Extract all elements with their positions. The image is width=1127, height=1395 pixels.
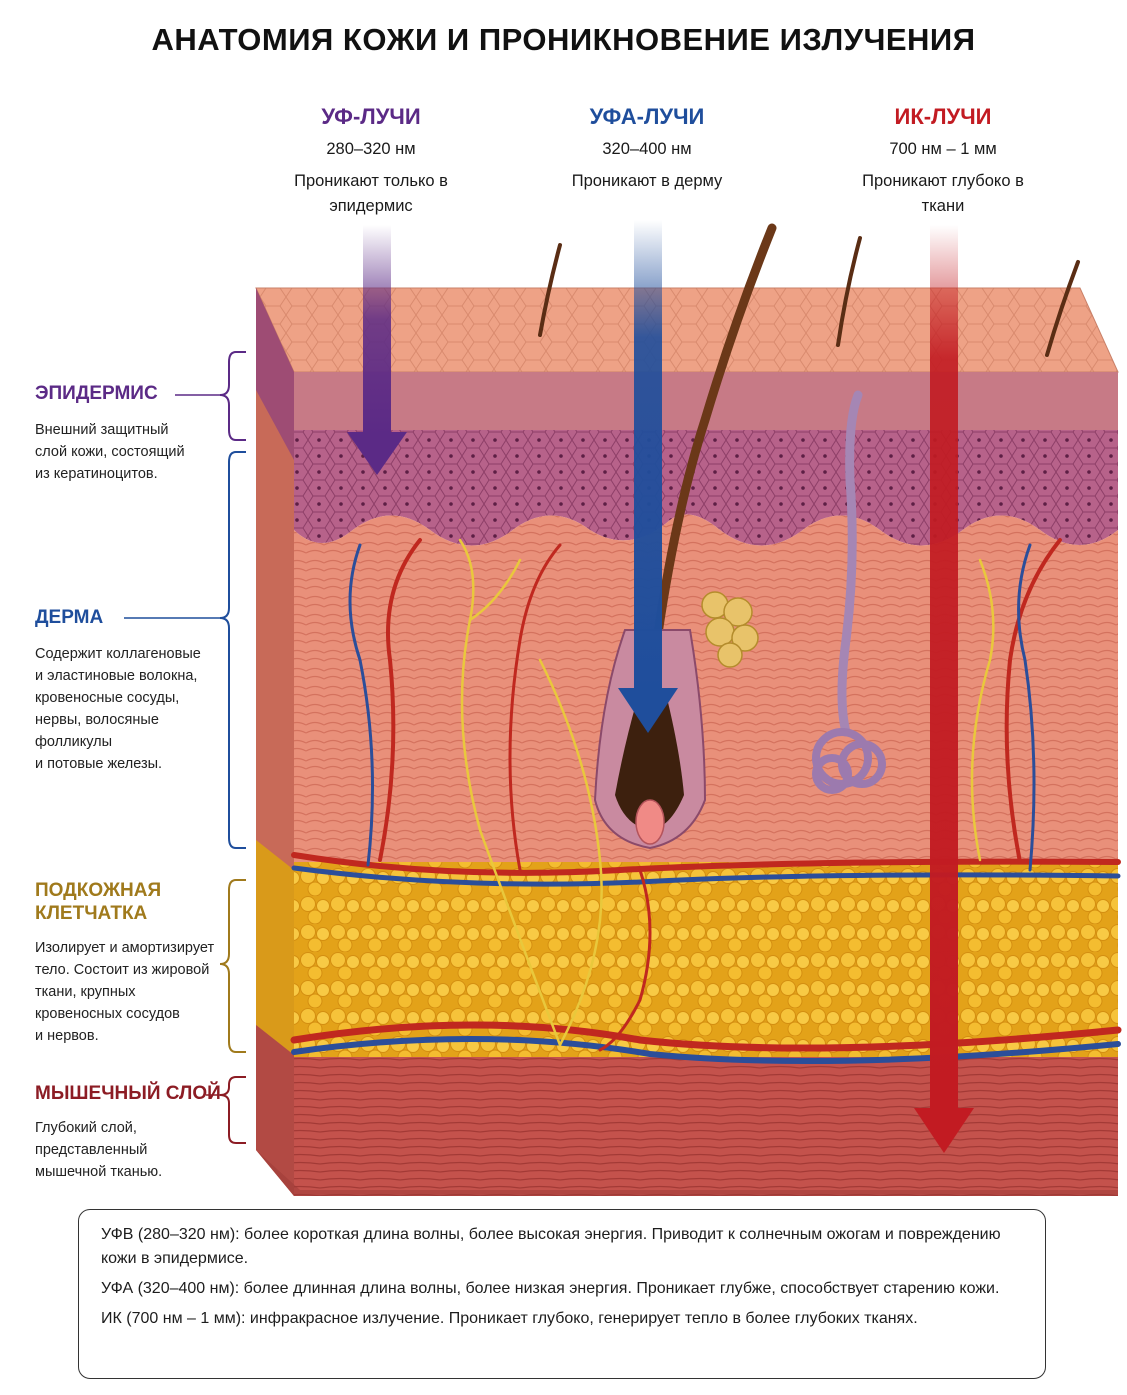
dermis-description: Содержит коллагеновые и эластиновые воло… (35, 646, 201, 772)
uva-arrow (618, 220, 678, 733)
layer-label-dermis: ДЕРМА Содержит коллагеновые и эластиновы… (35, 606, 201, 775)
uvb-ray-name: УФ-ЛУЧИ (321, 104, 421, 129)
uvb-ray-range: 280–320 нм (326, 140, 416, 158)
hair-bulb (615, 690, 684, 830)
dermis-title: ДЕРМА (35, 607, 104, 628)
ir-ray-name: ИК-ЛУЧИ (894, 104, 992, 129)
ir-ray-description: Проникают глубоко в ткани (862, 172, 1024, 215)
note-ir: ИК (700 нм – 1 мм): инфракрасное излучен… (101, 1310, 918, 1327)
epidermis-description: Внешний защитный слой кожи, состоящий из… (35, 422, 185, 482)
sebaceous-gland (701, 591, 759, 668)
uva-ray-name: УФА-ЛУЧИ (589, 104, 705, 129)
muscle-layer (294, 1057, 1118, 1196)
sweat-duct (837, 390, 863, 737)
uva-ray-description: Проникают в дерму (571, 172, 723, 190)
epidermis-bracket (219, 351, 246, 441)
ir-arrow (914, 225, 974, 1153)
muscle-title: МЫШЕЧНЫЙ СЛОЙ (35, 1083, 221, 1104)
sweat-gland-coil (812, 728, 886, 794)
hypodermis-title: ПОДКОЖНАЯ КЛЕТЧАТКА (35, 880, 162, 924)
left-face-fat (256, 840, 294, 1055)
note-uva: УФА (320–400 нм): более длинная длина во… (101, 1280, 1000, 1297)
epidermis-layer (294, 430, 1118, 546)
ir-ray-range: 700 нм – 1 мм (889, 140, 997, 158)
hypodermis-description: Изолирует и амортизирует тело. Состоит и… (35, 940, 215, 1044)
left-face-muscle (256, 1025, 294, 1196)
notes-box: УФВ (280–320 нм): более короткая длина в… (78, 1209, 1046, 1379)
uva-ray-header: УФА-ЛУЧИ 320–400 нм Проникают в дерму (517, 104, 777, 194)
layer-label-muscle: МЫШЕЧНЫЙ СЛОЙ Глубокий слой, представлен… (35, 1082, 221, 1183)
note-uvb: УФВ (280–320 нм): более короткая длина в… (101, 1226, 1001, 1267)
epidermis-title: ЭПИДЕРМИС (35, 383, 158, 404)
uva-ray-range: 320–400 нм (602, 140, 692, 158)
hair-strand (1045, 260, 1080, 357)
dermis-layer (294, 514, 1118, 862)
skin-cross-section-illustration (124, 220, 1122, 1196)
hypodermis-bracket (219, 879, 246, 1053)
block-bottom-edge (256, 1150, 1118, 1196)
layer-label-epidermis: ЭПИДЕРМИС Внешний защитный слой кожи, со… (35, 382, 185, 485)
hair-strand (836, 236, 862, 347)
uvb-ray-header: УФ-ЛУЧИ 280–320 нм Проникают только в эп… (241, 104, 501, 219)
left-face-epidermis (256, 288, 294, 460)
layer-label-hypodermis: ПОДКОЖНАЯ КЛЕТЧАТКА Изолирует и амортизи… (35, 879, 214, 1047)
uvb-arrow (347, 225, 407, 475)
ir-ray-header: ИК-ЛУЧИ 700 нм – 1 мм Проникают глубоко … (813, 104, 1073, 219)
muscle-bracket (219, 1076, 246, 1144)
nerves (458, 538, 995, 1047)
muscle-description: Глубокий слой, представленный мышечной т… (35, 1120, 163, 1180)
page-title: АНАТОМИЯ КОЖИ И ПРОНИКНОВЕНИЕ ИЗЛУЧЕНИЯ (151, 22, 976, 57)
uvb-ray-description: Проникают только в эпидермис (294, 172, 448, 215)
dermal-papilla (635, 799, 665, 845)
hair-strand (538, 243, 562, 337)
dermis-bracket (219, 451, 246, 849)
